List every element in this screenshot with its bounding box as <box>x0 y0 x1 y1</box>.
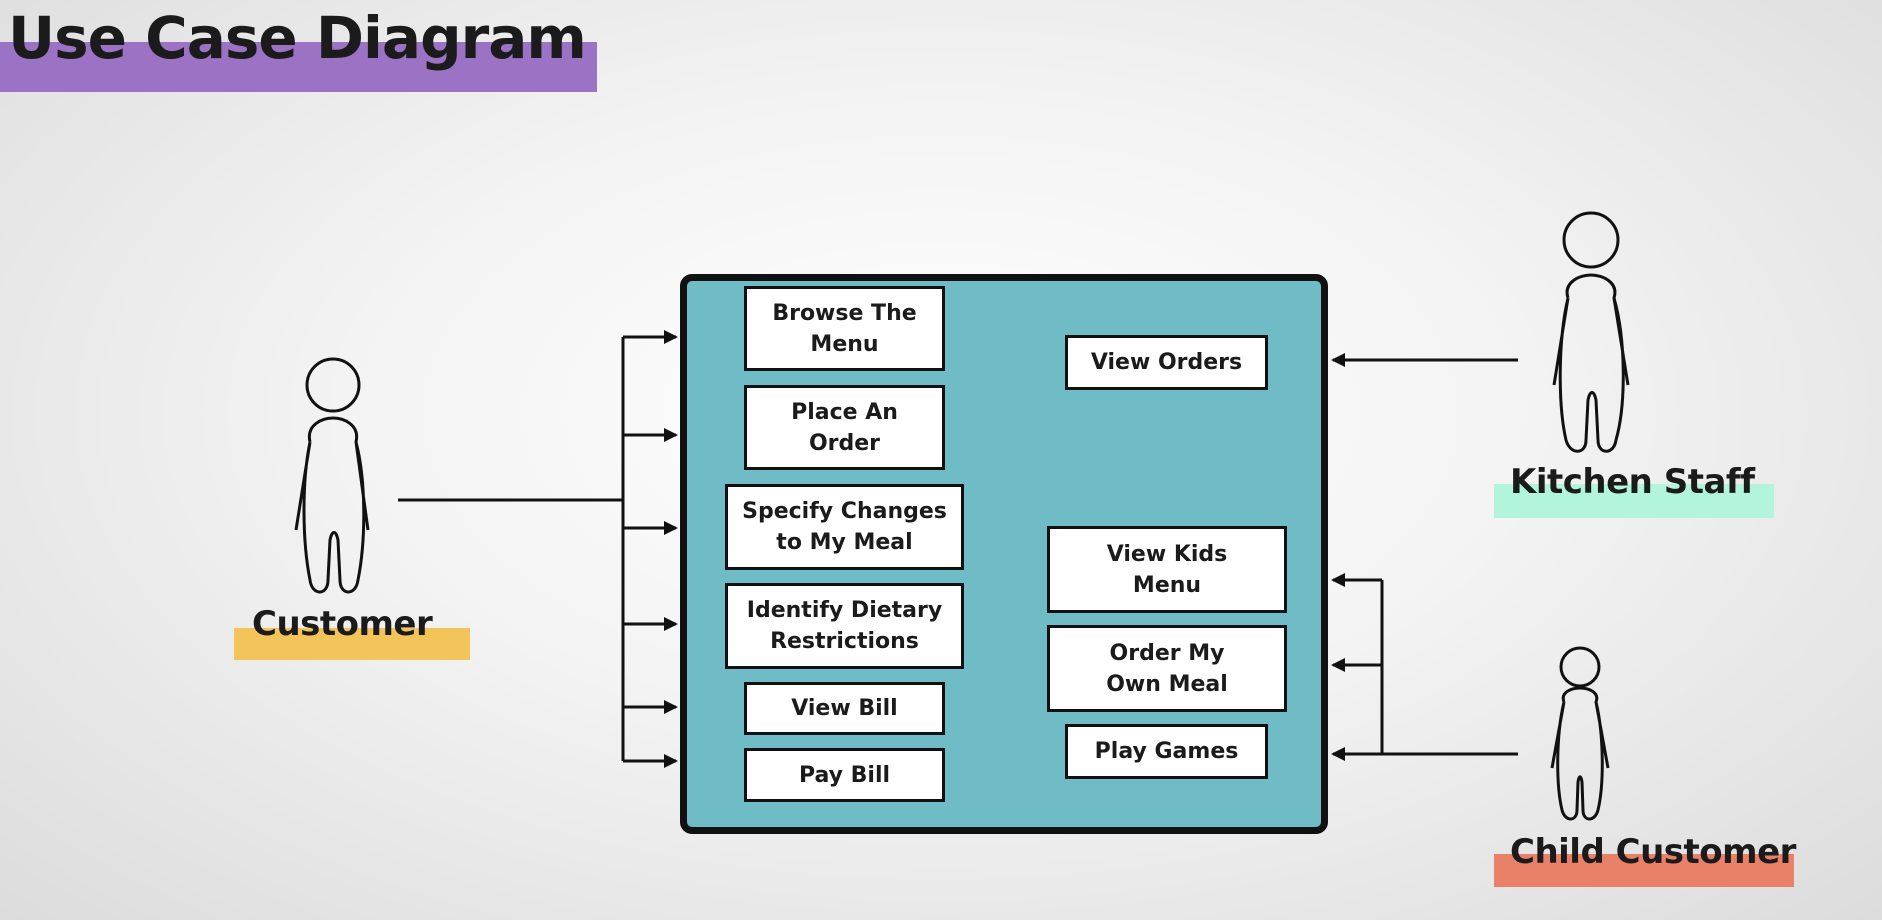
page-title: Use Case Diagram <box>8 4 587 72</box>
use-case-pay-bill: Pay Bill <box>744 748 945 802</box>
use-case-view-orders: View Orders <box>1065 335 1268 390</box>
diagram-title-block: Use Case Diagram <box>0 0 600 95</box>
use-case-identify-dietary-restrictions: Identify Dietary Restrictions <box>725 583 964 669</box>
customer-label-highlight <box>234 628 470 660</box>
use-case-specify-changes: Specify Changes to My Meal <box>725 484 964 570</box>
use-case-browse-menu: Browse The Menu <box>744 286 945 371</box>
use-case-play-games: Play Games <box>1065 724 1268 779</box>
title-highlight <box>0 42 597 92</box>
use-case-order-own-meal: Order My Own Meal <box>1047 625 1287 712</box>
child-customer-label-highlight <box>1494 854 1794 887</box>
child-customer-label: Child Customer <box>1510 832 1796 872</box>
use-case-view-bill: View Bill <box>744 682 945 735</box>
customer-actor-icon <box>294 357 370 594</box>
child-customer-associations <box>1331 573 1518 761</box>
use-case-place-order: Place An Order <box>744 385 945 470</box>
kitchen-staff-label-highlight <box>1494 484 1774 518</box>
kitchen-staff-label: Kitchen Staff <box>1510 462 1755 502</box>
use-case-view-kids-menu: View Kids Menu <box>1047 526 1287 613</box>
child-customer-actor-icon <box>1550 646 1610 821</box>
customer-associations <box>398 330 678 768</box>
kitchen-staff-actor-icon <box>1552 211 1630 453</box>
customer-label: Customer <box>252 604 433 644</box>
